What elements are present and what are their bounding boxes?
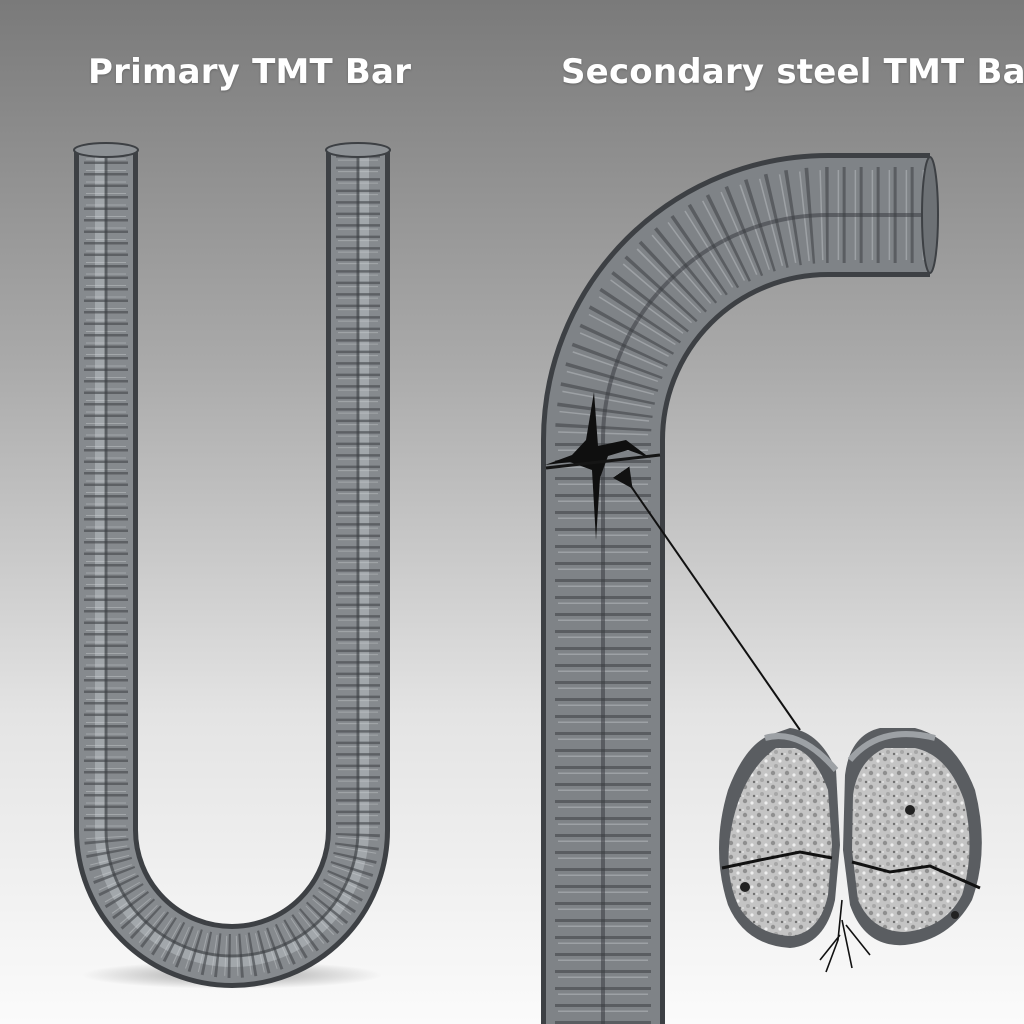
secondary-hook-bar xyxy=(541,153,939,1024)
root-cracks xyxy=(819,899,871,973)
primary-bar-title: Primary TMT Bar xyxy=(88,52,412,92)
void-1 xyxy=(740,882,750,892)
u-bar-right-end xyxy=(325,142,391,158)
hook-bar-end xyxy=(921,156,939,274)
primary-u-bar xyxy=(73,142,391,989)
void-2 xyxy=(905,805,915,815)
detail-arrow xyxy=(612,466,801,731)
right-fragment-rib xyxy=(847,731,936,762)
secondary-bar-title: Secondary steel TMT Bar xyxy=(561,52,1024,92)
right-fragment-core xyxy=(852,748,970,932)
left-fragment-rib xyxy=(764,733,839,772)
u-bar-outline xyxy=(74,150,390,988)
fracture-detail xyxy=(719,728,982,973)
u-bar-highlight xyxy=(95,150,369,967)
left-section-crack xyxy=(721,850,833,870)
u-bar-rib-shine xyxy=(86,150,378,976)
left-fragment-core xyxy=(728,748,832,936)
u-bar-left-end xyxy=(73,142,139,158)
right-section-crack xyxy=(851,860,981,890)
bend-crack xyxy=(545,392,650,540)
u-bar-ribs xyxy=(84,150,380,978)
hook-bar-center-seam xyxy=(601,213,930,1024)
u-bar-body xyxy=(79,150,385,983)
void-3 xyxy=(951,911,959,919)
u-bar-center-seam xyxy=(104,150,360,958)
fracture-line xyxy=(545,453,661,470)
